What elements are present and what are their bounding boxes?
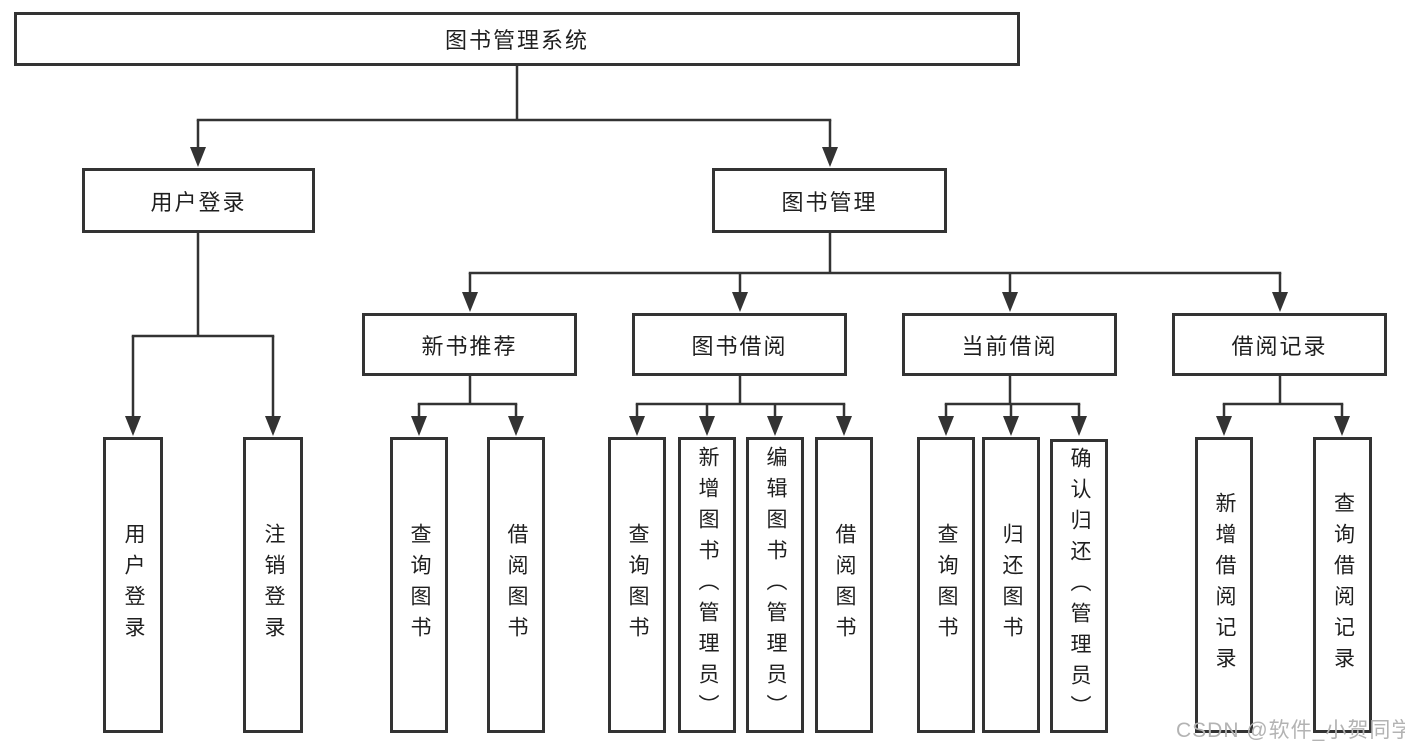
arrow-down-icon bbox=[1071, 416, 1087, 436]
node-borrow-books-leaf: 借阅图书 bbox=[815, 437, 873, 733]
node-logout: 注销登录 bbox=[243, 437, 303, 733]
node-confirm-return-admin: 确认归还（管理员） bbox=[1050, 439, 1108, 733]
node-add-book-admin: 新增图书（管理员） bbox=[678, 437, 736, 733]
node-borrowing-records: 借阅记录 bbox=[1172, 313, 1387, 376]
arrow-down-icon bbox=[265, 416, 281, 436]
arrow-down-icon bbox=[1216, 416, 1232, 436]
arrow-down-icon bbox=[462, 292, 478, 312]
node-add-borrow-record: 新增借阅记录 bbox=[1195, 437, 1253, 733]
arrow-down-icon bbox=[699, 416, 715, 436]
arrow-down-icon bbox=[732, 292, 748, 312]
node-query-books-current: 查询图书 bbox=[917, 437, 975, 733]
node-library-management-system: 图书管理系统 bbox=[14, 12, 1020, 66]
arrow-down-icon bbox=[767, 416, 783, 436]
arrow-down-icon bbox=[1334, 416, 1350, 436]
node-query-books-borrowing: 查询图书 bbox=[608, 437, 666, 733]
node-borrow-books-recommend: 借阅图书 bbox=[487, 437, 545, 733]
arrow-down-icon bbox=[1003, 416, 1019, 436]
node-edit-book-admin: 编辑图书（管理员） bbox=[746, 437, 804, 733]
arrow-down-icon bbox=[629, 416, 645, 436]
arrow-down-icon bbox=[1272, 292, 1288, 312]
node-query-books-recommend: 查询图书 bbox=[390, 437, 448, 733]
node-book-borrowing: 图书借阅 bbox=[632, 313, 847, 376]
node-book-management: 图书管理 bbox=[712, 168, 947, 233]
arrow-down-icon bbox=[1002, 292, 1018, 312]
node-user-login: 用户登录 bbox=[82, 168, 315, 233]
node-user-login-leaf: 用户登录 bbox=[103, 437, 163, 733]
node-return-books: 归还图书 bbox=[982, 437, 1040, 733]
arrow-down-icon bbox=[508, 416, 524, 436]
node-current-borrowing: 当前借阅 bbox=[902, 313, 1117, 376]
node-new-book-recommendation: 新书推荐 bbox=[362, 313, 577, 376]
arrow-down-icon bbox=[190, 147, 206, 167]
arrow-down-icon bbox=[938, 416, 954, 436]
watermark: CSDN @软件_小贺同学 bbox=[1176, 719, 1405, 742]
node-query-borrow-record: 查询借阅记录 bbox=[1313, 437, 1372, 733]
arrow-down-icon bbox=[822, 147, 838, 167]
arrow-down-icon bbox=[836, 416, 852, 436]
arrow-down-icon bbox=[411, 416, 427, 436]
arrow-down-icon bbox=[125, 416, 141, 436]
